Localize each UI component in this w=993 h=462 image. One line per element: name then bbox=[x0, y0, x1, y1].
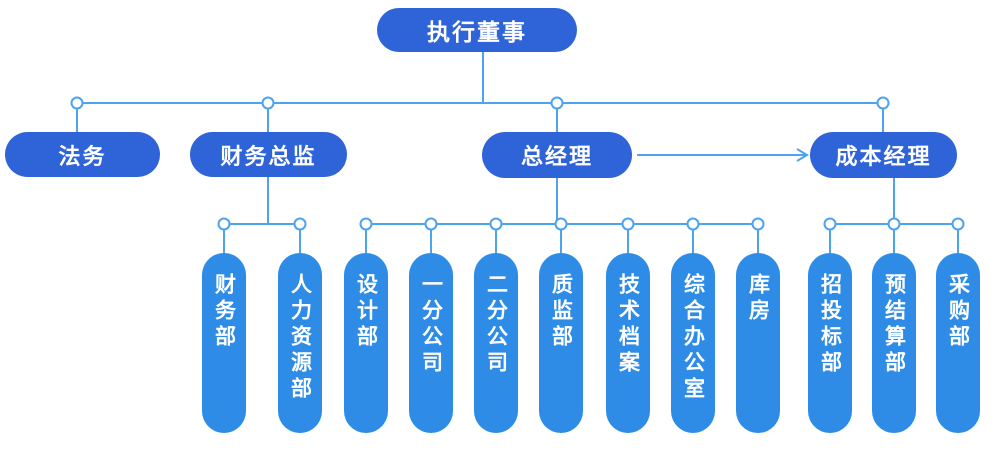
org-node-branch-company-1[interactable]: 一分公司 bbox=[409, 253, 453, 433]
node-label: 技术档案 bbox=[616, 273, 641, 377]
arrow-gm-to-cost-manager bbox=[637, 148, 809, 162]
node-label: 设计部 bbox=[354, 273, 379, 351]
org-node-quality-supervision-dept[interactable]: 质监部 bbox=[539, 253, 583, 433]
node-label: 二分公司 bbox=[484, 273, 509, 377]
org-node-finance-director[interactable]: 财务总监 bbox=[190, 132, 347, 177]
org-node-procurement-dept[interactable]: 采购部 bbox=[936, 253, 980, 433]
node-label: 采购部 bbox=[946, 273, 971, 351]
org-node-budget-settlement-dept[interactable]: 预结算部 bbox=[872, 253, 916, 433]
org-node-branch-company-2[interactable]: 二分公司 bbox=[474, 253, 518, 433]
org-node-bidding-dept[interactable]: 招投标部 bbox=[808, 253, 852, 433]
connector-junction-dots bbox=[70, 96, 965, 231]
org-node-finance-dept[interactable]: 财务部 bbox=[202, 253, 246, 433]
org-node-technical-archives[interactable]: 技术档案 bbox=[606, 253, 650, 433]
org-node-cost-manager[interactable]: 成本经理 bbox=[810, 132, 957, 178]
org-node-hr-dept[interactable]: 人力资源部 bbox=[278, 253, 322, 433]
node-label: 招投标部 bbox=[818, 273, 843, 377]
org-node-general-manager[interactable]: 总经理 bbox=[482, 132, 632, 178]
org-node-general-office[interactable]: 综合办公室 bbox=[671, 253, 715, 433]
node-label: 一分公司 bbox=[419, 273, 444, 377]
org-node-warehouse[interactable]: 库房 bbox=[736, 253, 780, 433]
node-label: 质监部 bbox=[549, 273, 574, 351]
node-label: 预结算部 bbox=[882, 273, 907, 377]
node-label: 人力资源部 bbox=[288, 273, 313, 403]
org-node-executive-director[interactable]: 执行董事 bbox=[377, 8, 577, 52]
org-node-legal[interactable]: 法务 bbox=[5, 132, 160, 177]
org-node-design-dept[interactable]: 设计部 bbox=[344, 253, 388, 433]
node-label: 库房 bbox=[746, 273, 771, 325]
node-label: 财务部 bbox=[212, 273, 237, 351]
node-label: 综合办公室 bbox=[681, 273, 706, 403]
